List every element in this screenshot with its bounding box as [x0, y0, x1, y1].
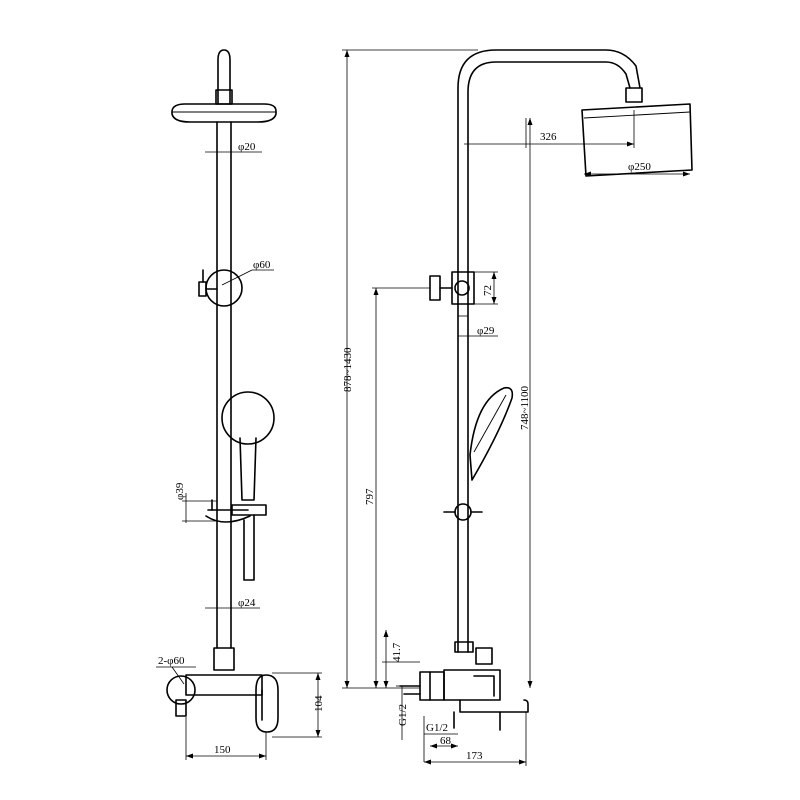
dim-2phi60: 2-φ60	[158, 655, 185, 667]
inlet-flange	[419, 671, 445, 701]
dim-72: 72	[482, 285, 494, 296]
mixer-body-side	[443, 669, 501, 701]
hand-shower-side	[469, 386, 514, 481]
top-arm	[217, 49, 231, 105]
dim-326: 326	[540, 131, 557, 143]
dim-41-7: 41.7	[391, 642, 403, 662]
dim-phi39: φ39	[174, 482, 186, 500]
dim-phi24: φ24	[238, 597, 256, 609]
riser-base	[213, 647, 235, 671]
valve-body-front	[185, 674, 263, 696]
hand-shower-handle	[239, 437, 257, 501]
dim-104: 104	[313, 695, 325, 712]
dim-g12-bottom: G1/2	[426, 722, 448, 734]
dim-173: 173	[466, 750, 483, 762]
dim-phi60: φ60	[253, 259, 271, 271]
left-eccentric	[166, 675, 196, 705]
riser-arm-outer	[457, 49, 641, 653]
dim-150: 150	[214, 744, 231, 756]
diverter-knob	[475, 647, 493, 665]
riser-arm-inner	[467, 61, 631, 653]
shower-head-front	[171, 103, 277, 123]
shower-head-side	[581, 103, 693, 177]
hand-shower-head	[221, 391, 275, 445]
dim-68: 68	[440, 735, 452, 747]
dim-g12-left: G1/2	[397, 704, 409, 726]
dim-797: 797	[364, 488, 376, 505]
holder-knob-side	[429, 275, 441, 301]
dim-878-1430: 878~1430	[342, 347, 354, 392]
front-view: φ20 φ60 φ39 φ24 2	[156, 49, 325, 760]
dim-phi29: φ29	[477, 325, 495, 337]
slide-holder-knob	[198, 281, 207, 297]
dim-748-1100: 748~1100	[519, 385, 531, 430]
bath-spout	[459, 699, 529, 713]
hose-front	[243, 514, 255, 581]
dim-phi20: φ20	[238, 141, 256, 153]
dim-phi250: φ250	[628, 161, 651, 173]
side-view: 326 φ250 878~1430 72 φ29 748~1100 797	[342, 49, 693, 766]
slide-holder-circle	[205, 269, 243, 307]
lever-handle	[255, 674, 279, 733]
diverter-body	[454, 641, 474, 653]
